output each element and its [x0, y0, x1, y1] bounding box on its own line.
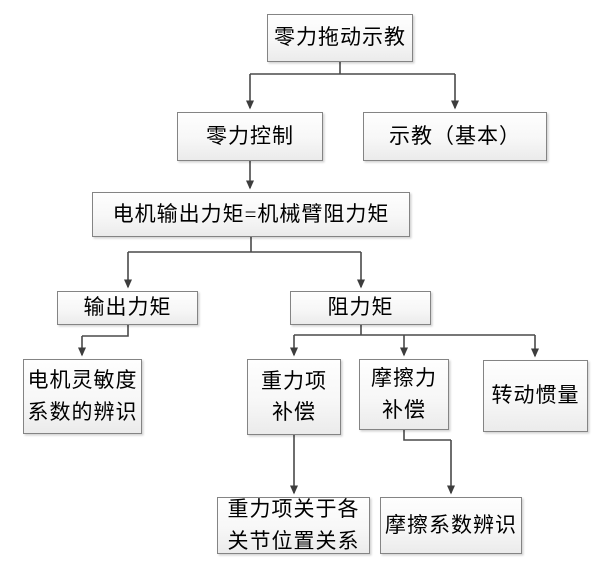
- node-gravity-joint-relation: 重力项关于各 关节位置关系: [217, 497, 370, 554]
- node-torque-equation-label: 电机输出力矩=机械臂阻力矩: [112, 201, 390, 226]
- node-zero-force-control-label: 零力控制: [206, 123, 294, 148]
- node-friction-compensation-line2: 补偿: [382, 397, 426, 422]
- node-teaching-basic-label: 示教（基本）: [389, 123, 521, 148]
- node-friction-coefficient-id-label: 摩擦系数辨识: [385, 512, 517, 537]
- connector-equation-split: [128, 237, 361, 253]
- connector-resistance-split: [294, 325, 535, 336]
- node-gravity-joint-relation-line1: 重力项关于各: [227, 497, 360, 521]
- node-friction-coefficient-id: 摩擦系数辨识: [380, 497, 522, 554]
- node-motor-sensitivity-line1: 电机灵敏度: [27, 368, 138, 392]
- node-friction-compensation: 摩擦力 补偿: [359, 359, 449, 430]
- node-resistance-torque: 阻力矩: [290, 291, 431, 325]
- connector-friction-elbow: [403, 430, 451, 441]
- node-torque-equation: 电机输出力矩=机械臂阻力矩: [92, 192, 410, 237]
- node-gravity-joint-relation-line2: 关节位置关系: [227, 528, 360, 553]
- node-gravity-compensation: 重力项 补偿: [247, 359, 341, 435]
- node-friction-compensation-line1: 摩擦力: [371, 366, 437, 390]
- node-gravity-compensation-line1: 重力项: [261, 368, 327, 393]
- node-moment-of-inertia: 转动惯量: [483, 360, 588, 432]
- connector-root-split: [250, 62, 455, 75]
- node-root-label: 零力拖动示教: [274, 25, 406, 50]
- node-root: 零力拖动示教: [267, 14, 413, 62]
- node-motor-sensitivity: 电机灵敏度 系数的辨识: [23, 359, 142, 434]
- node-output-torque: 输出力矩: [57, 291, 198, 325]
- node-resistance-torque-label: 阻力矩: [327, 295, 394, 320]
- node-moment-of-inertia-label: 转动惯量: [491, 383, 580, 408]
- node-teaching-basic: 示教（基本）: [363, 112, 547, 161]
- node-gravity-compensation-line2: 补偿: [272, 400, 316, 424]
- connector-output-torque-elbow: [82, 325, 129, 337]
- node-zero-force-control: 零力控制: [177, 112, 323, 161]
- node-output-torque-label: 输出力矩: [83, 295, 172, 320]
- node-motor-sensitivity-line2: 系数的辨识: [27, 399, 138, 424]
